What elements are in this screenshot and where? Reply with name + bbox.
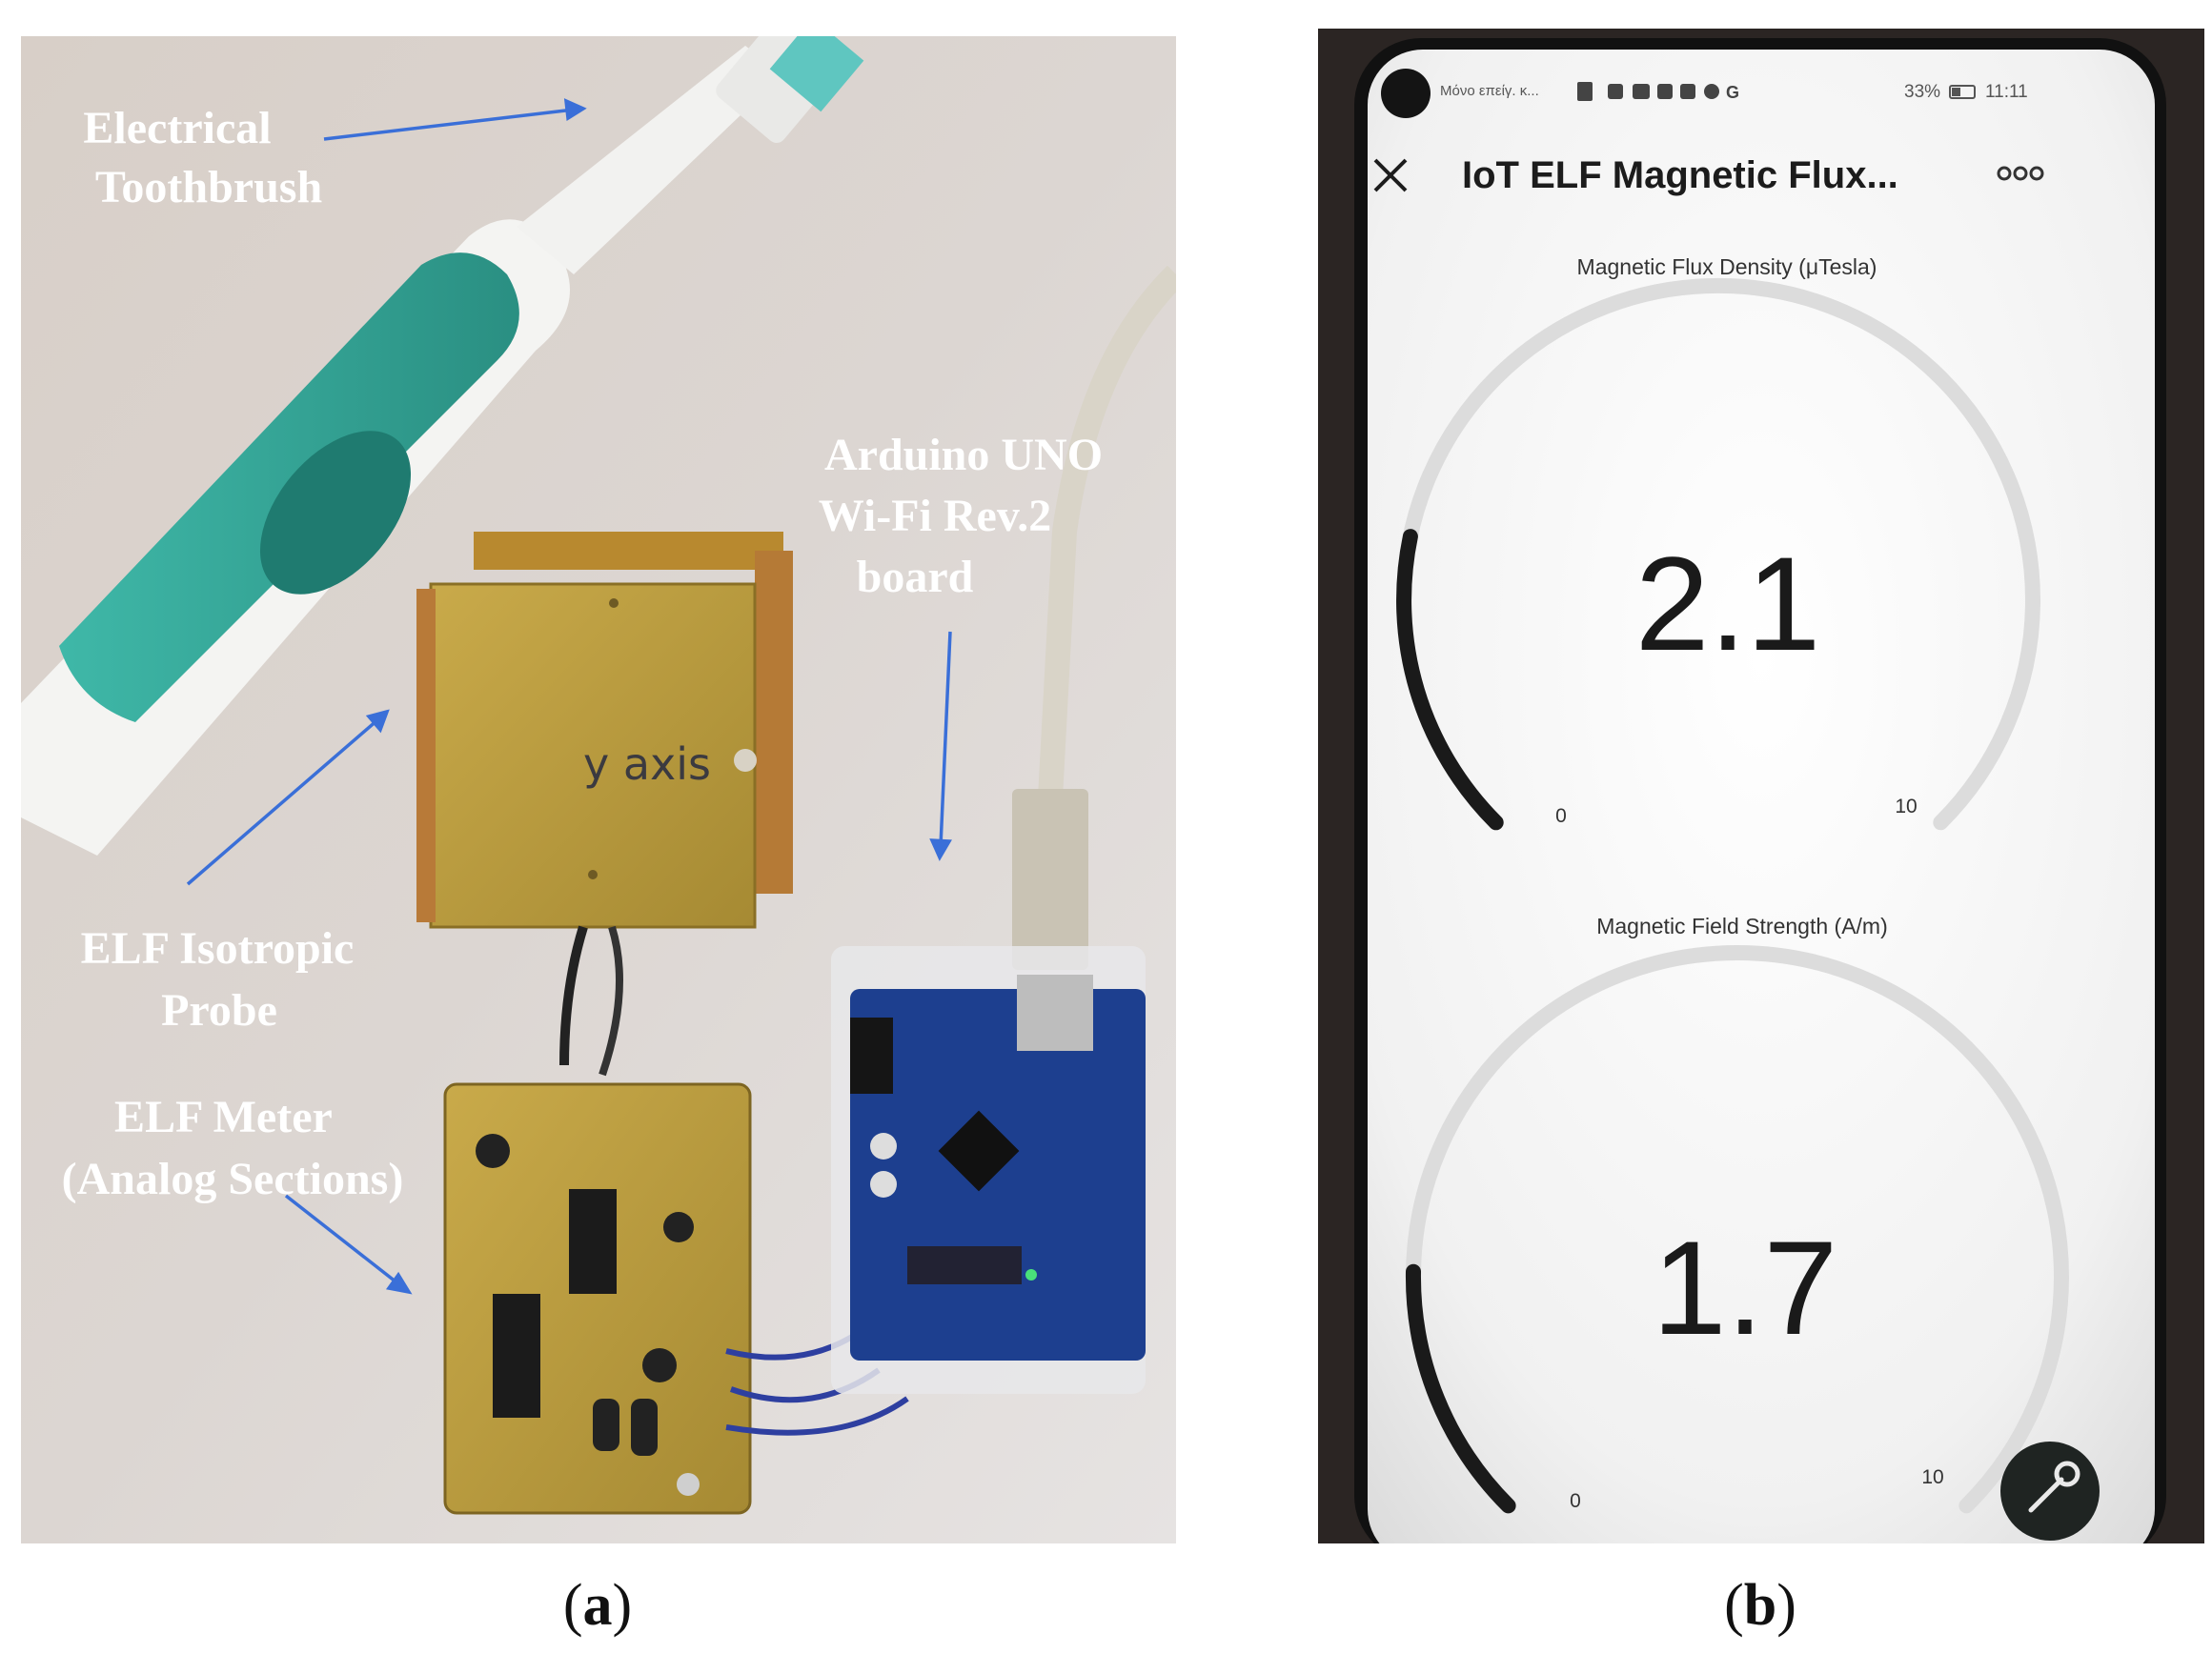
app-header: IoT ELF Magnetic Flux... (1368, 152, 2044, 198)
wrench-icon (2028, 1461, 2080, 1513)
status-bar: Μόνο επείγ. κ... G 33% 11:11 (1381, 69, 2028, 118)
label-arduino-line-3: board (857, 552, 974, 602)
status-icons: G (1577, 82, 1739, 102)
gauge-magnetic-field-strength: Magnetic Field Strength (A/m) 1.7 0 10 (1405, 914, 2069, 1514)
svg-text:G: G (1726, 83, 1739, 102)
caption-a: (a) (502, 1572, 693, 1640)
gauge-1-fill (1396, 529, 1504, 831)
label-arduino-line-1: Arduino UNO (824, 430, 1103, 480)
app-screen (1368, 50, 2155, 1543)
caption-b-close: ) (1776, 1573, 1796, 1638)
usb-cable (1038, 265, 1176, 799)
probe-handwriting: y axis (583, 738, 711, 790)
gauge-magnetic-flux-density: Magnetic Flux Density (μTesla) 2.1 0 10 (1396, 254, 2040, 831)
gauge-2-min: 0 (1570, 1490, 1581, 1512)
close-icon[interactable] (1368, 152, 1413, 198)
panel-a-photo: y axis (21, 36, 1176, 1543)
gauge-2-max: 10 (1921, 1466, 1943, 1488)
label-meter-line-2: (Analog Sections) (62, 1154, 404, 1204)
caption-b: (b) (1665, 1572, 1856, 1640)
gauge-2-label: Magnetic Field Strength (A/m) (1596, 914, 1888, 938)
label-arduino-line-2: Wi-Fi Rev.2 (819, 491, 1051, 541)
label-arduino-board: Arduino UNO Wi-Fi Rev.2 board (819, 430, 1114, 602)
gauge-1-value: 2.1 (1635, 529, 1821, 678)
gauge-1-max: 10 (1895, 796, 1917, 817)
status-battery: 33% (1904, 82, 1940, 102)
elf-meter-pcb (443, 1082, 752, 1515)
caption-a-letter: a (582, 1573, 613, 1638)
label-elf-meter: ELF Meter (Analog Sections) (62, 1092, 404, 1204)
hardware-photo: y axis (21, 36, 1176, 1543)
panel-b-phone-photo: Μόνο επείγ. κ... G 33% 11:11 IoT EL (1318, 29, 2204, 1543)
caption-b-letter: b (1743, 1573, 1777, 1638)
settings-fab[interactable] (2000, 1442, 2100, 1541)
battery-icon (1949, 85, 1976, 99)
label-toothbrush-line-2: Toothbrush (95, 162, 322, 212)
gauge-2-fill (1405, 1263, 1516, 1514)
label-electrical-toothbrush: Electrical Toothbrush (83, 103, 322, 212)
caption-a-close: ) (612, 1573, 633, 1638)
caption-b-open: ( (1724, 1573, 1744, 1638)
more-icon[interactable] (1997, 166, 2044, 181)
annotation-arrows (186, 98, 952, 1295)
usb-connector (1012, 789, 1088, 970)
app-title: IoT ELF Magnetic Flux... (1462, 154, 1898, 196)
status-carrier: Μόνο επείγ. κ... (1440, 83, 1539, 99)
label-toothbrush-line-1: Electrical (83, 103, 271, 153)
phone-screen: Μόνο επείγ. κ... G 33% 11:11 IoT EL (1318, 29, 2204, 1543)
status-time: 11:11 (1985, 82, 2028, 102)
label-probe-line-1: ELF Isotropic (81, 923, 355, 974)
arduino-uno-wifi-board (831, 946, 1146, 1394)
front-camera (1381, 69, 1431, 118)
gauge-2-value: 1.7 (1653, 1213, 1838, 1362)
label-probe-line-2: Probe (161, 985, 277, 1036)
label-elf-isotropic-probe: ELF Isotropic Probe (81, 923, 366, 1036)
gauge-1-label: Magnetic Flux Density (μTesla) (1577, 254, 1877, 279)
caption-a-open: ( (562, 1573, 583, 1638)
toothbrush (21, 36, 864, 856)
label-meter-line-1: ELF Meter (114, 1092, 332, 1142)
elf-isotropic-probe: y axis (416, 532, 793, 929)
gauge-1-min: 0 (1555, 805, 1567, 827)
